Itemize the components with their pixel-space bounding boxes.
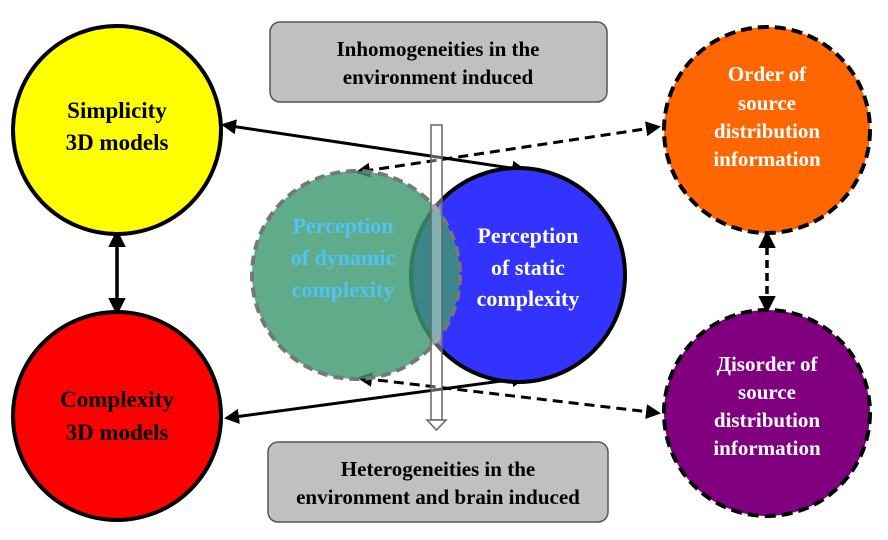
complexity-line1: Complexity	[60, 387, 174, 412]
order-line1: Order of	[728, 62, 807, 86]
simplicity-circle	[11, 24, 223, 236]
dynamic-line3: complexity	[292, 277, 395, 302]
bottom-box: Heterogeneities in the environment and b…	[267, 441, 609, 523]
disorder-node: Дisorder of source distribution informat…	[662, 308, 872, 518]
static-line1: Perception	[477, 223, 578, 248]
simplicity-node: Simplicity 3D models	[11, 24, 223, 236]
vertical-arrow	[425, 124, 448, 432]
bottom-box-line1: Heterogeneities in the	[341, 457, 535, 481]
arrow-complexity-static	[224, 372, 527, 424]
disorder-line3: distribution	[714, 408, 821, 432]
vertical-arrow-shaft	[430, 124, 443, 421]
vertical-arrow-head	[425, 419, 448, 432]
bottom-box-line2: environment and brain induced	[296, 485, 580, 509]
static-line3: complexity	[477, 286, 580, 311]
complexity-line2: 3D models	[66, 420, 169, 445]
top-box-line2: environment induced	[343, 65, 534, 89]
order-circle	[662, 25, 872, 235]
complexity-circle	[11, 310, 223, 522]
disorder-line1: Дisorder of	[717, 352, 819, 376]
arrow-order-dynamic	[355, 121, 661, 178]
simplicity-line2: 3D models	[66, 130, 169, 155]
bottom-box-rect	[267, 441, 609, 523]
disorder-line4: information	[713, 436, 821, 460]
dynamic-line1: Perception	[292, 213, 393, 238]
arrow-simplicity-static	[221, 119, 527, 176]
order-node: Order of source distribution information	[662, 25, 872, 235]
dynamic-circle	[250, 169, 462, 381]
top-box: Inhomogeneities in the environment induc…	[269, 21, 608, 103]
dynamic-line2: of dynamic	[291, 245, 396, 270]
disorder-line2: source	[738, 380, 796, 404]
top-box-rect	[269, 21, 608, 103]
arrow-disorder-dynamic	[357, 371, 661, 420]
dynamic-node: Perception of dynamic complexity	[250, 169, 462, 381]
top-box-line1: Inhomogeneities in the	[336, 37, 539, 61]
order-line2: source	[738, 91, 796, 115]
complexity-node: Complexity 3D models	[11, 310, 223, 522]
disorder-circle	[662, 308, 872, 518]
order-line4: information	[713, 147, 821, 171]
order-line3: distribution	[714, 119, 821, 143]
static-line2: of static	[491, 255, 565, 280]
simplicity-line1: Simplicity	[67, 98, 167, 123]
